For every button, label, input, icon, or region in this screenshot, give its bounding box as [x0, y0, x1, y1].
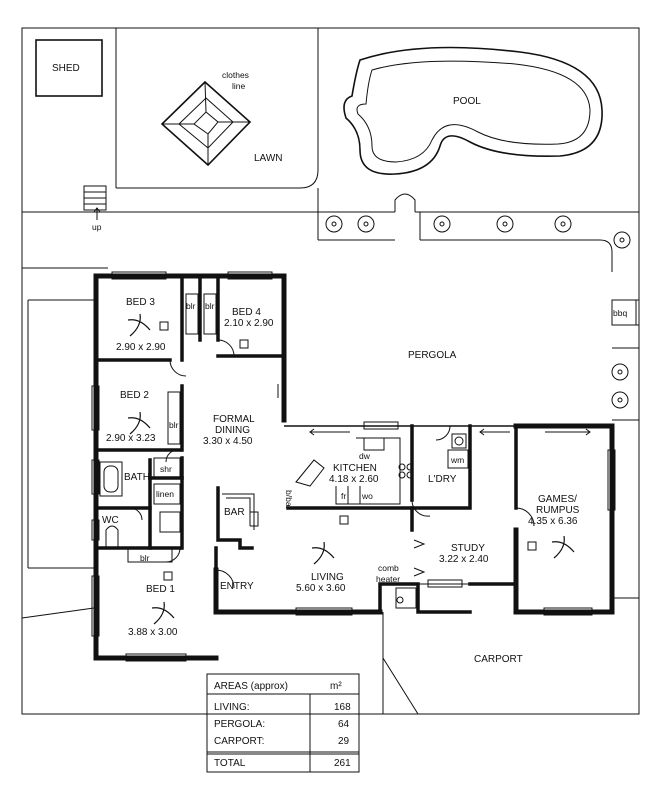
room-labels: BED 3 2.90 x 2.90 BED 4 2.10 x 2.90 BED … — [102, 297, 580, 665]
areas-row-carport-label: CARPORT: — [214, 736, 264, 747]
kitchen-fittings — [295, 433, 469, 505]
areas-title: AREAS (approx) — [214, 681, 288, 692]
steps: up — [83, 185, 107, 232]
areas-total-label: TOTAL — [214, 758, 246, 769]
kitchen-size: 4.18 x 2.60 — [329, 474, 379, 485]
living-name: LIVING — [311, 572, 344, 583]
shrub-2 — [357, 215, 375, 233]
pool-label: POOL — [453, 96, 481, 107]
areas-row-living-label: LIVING: — [214, 702, 250, 713]
games-name-1: GAMES/ — [538, 494, 577, 505]
wo-label: wo — [361, 491, 373, 501]
shr-label: shr — [160, 464, 172, 474]
areas-total-value: 261 — [334, 758, 351, 769]
bbar-label: b/bar — [284, 490, 294, 510]
areas-table: AREAS (approx) m² LIVING: 168 PERGOLA: 6… — [206, 673, 360, 773]
shed-label: SHED — [52, 63, 80, 74]
clothes-line-label-1: clothes — [222, 70, 249, 80]
shed: SHED — [35, 39, 103, 97]
areas-row-carport-value: 29 — [338, 736, 350, 747]
bed2-size: 2.90 x 3.23 — [106, 433, 156, 444]
shrub-5 — [554, 215, 572, 233]
heater-label-1: comb — [378, 563, 399, 573]
ceiling-fans — [127, 313, 575, 625]
bed1-size: 3.88 x 3.00 — [128, 627, 178, 638]
bath-label: BATH — [124, 472, 150, 483]
sliding-doors — [309, 428, 591, 577]
bed1-name: BED 1 — [146, 584, 175, 595]
shrub-3 — [433, 215, 451, 233]
clothes-line-label-2: line — [232, 81, 246, 91]
bed3-size: 2.90 x 2.90 — [116, 342, 166, 353]
fan-bed2 — [127, 411, 151, 435]
fr-label: fr — [341, 491, 346, 501]
bed4-name: BED 4 — [232, 307, 261, 318]
blr-bed2: blr — [169, 420, 179, 430]
fan-bed3 — [127, 313, 151, 337]
fan-games — [551, 535, 575, 559]
areas-row-living-value: 168 — [334, 702, 351, 713]
blr-bed1: blr — [140, 553, 150, 563]
kitchen-name: KITCHEN — [333, 463, 377, 474]
bbq-label: bbq — [613, 308, 627, 318]
dw-label: dw — [359, 451, 371, 461]
dining-name-1: FORMAL — [213, 414, 255, 425]
fan-living — [311, 541, 335, 565]
linen-label: linen — [156, 489, 174, 499]
site-boundary — [21, 27, 640, 715]
dining-name-2: DINING — [215, 425, 250, 436]
fan-bed1 — [151, 601, 175, 625]
ldry-label: L'DRY — [428, 474, 457, 485]
wc-label: WC — [102, 515, 119, 526]
wm-label: wm — [450, 455, 464, 465]
bed2-name: BED 2 — [120, 390, 149, 401]
shrub-1 — [325, 215, 343, 233]
bed3-name: BED 3 — [126, 297, 155, 308]
pergola-label: PERGOLA — [408, 350, 457, 361]
areas-unit: m² — [330, 681, 342, 692]
bed4-size: 2.10 x 2.90 — [224, 318, 274, 329]
blr-bed4: blr — [205, 301, 215, 311]
light-bed3 — [159, 321, 169, 331]
study-size: 3.22 x 2.40 — [439, 554, 489, 565]
study-name: STUDY — [451, 543, 485, 554]
games-name-2: RUMPUS — [536, 505, 580, 516]
lawn-label: LAWN — [254, 153, 283, 164]
up-label: up — [92, 222, 102, 232]
areas-row-pergola-label: PERGOLA: — [214, 719, 265, 730]
windows — [91, 271, 616, 662]
doors — [129, 339, 535, 589]
blr-bed3: blr — [186, 301, 196, 311]
bar-label: BAR — [224, 507, 245, 518]
shrubs — [325, 215, 631, 409]
pool: POOL — [343, 46, 603, 175]
clothes-line: clothes line — [160, 70, 252, 167]
shrub-7 — [611, 363, 629, 381]
fixture-labels: blr blr blr blr shr linen dw fr wo wm b/… — [140, 301, 464, 584]
light-bed1 — [163, 571, 173, 581]
bath-fittings — [99, 293, 417, 609]
entry-label: ENTRY — [220, 581, 254, 592]
dining-size: 3.30 x 4.50 — [203, 436, 253, 447]
shrub-6 — [613, 231, 631, 249]
heater-label-2: heater — [376, 574, 400, 584]
light-bed4 — [239, 339, 249, 349]
light-kitchen — [339, 515, 349, 525]
living-size: 5.60 x 3.60 — [296, 583, 346, 594]
games-size: 4.35 x 6.36 — [528, 516, 578, 527]
bbq: bbq — [611, 299, 637, 326]
areas-row-pergola-value: 64 — [338, 719, 350, 730]
shrub-4 — [496, 215, 514, 233]
shrub-8 — [611, 391, 629, 409]
carport-label: CARPORT — [474, 654, 523, 665]
light-games — [527, 541, 537, 551]
